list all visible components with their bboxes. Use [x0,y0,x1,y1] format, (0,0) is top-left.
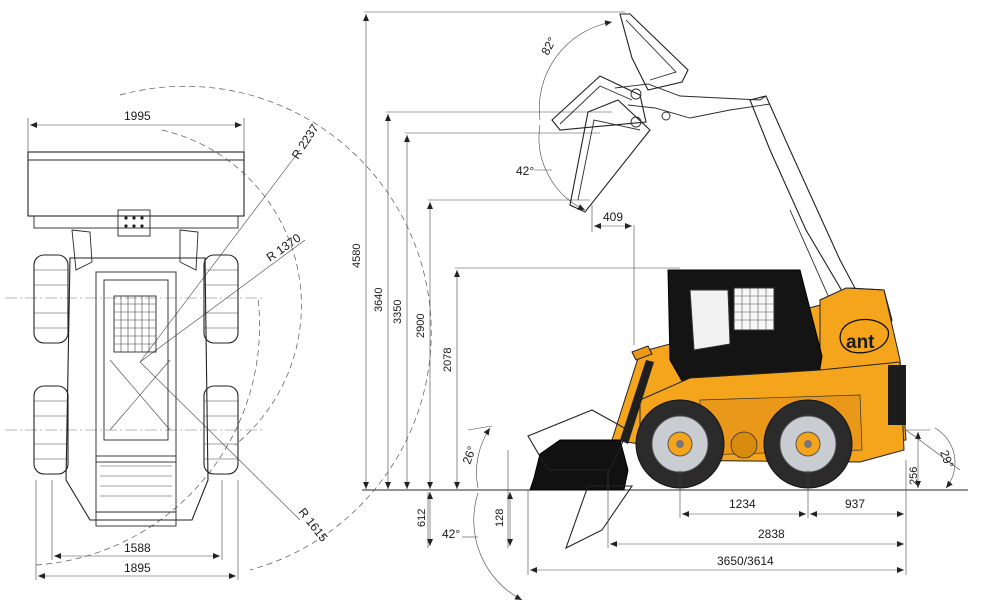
raised-lift-arm [749,95,857,297]
arc-r2237 [119,85,432,571]
dim-height-3350: 3350 [392,300,404,324]
rear-wheel [763,399,853,489]
raised-bucket-max [619,13,689,91]
dim-height-pin: 3640 [373,288,385,312]
dim-dig-depth: 612 [416,509,428,527]
raised-bucket-dump [569,99,651,213]
dim-length-no-bucket: 2838 [758,527,785,541]
dim-height-dump: 2900 [415,314,427,338]
machine-body-top [65,257,209,521]
front-wheel [635,399,725,489]
skid-steer-loader: ant [529,269,907,491]
angle-top: 82° [538,35,559,58]
front-wheels-top [33,254,239,475]
dim-radius-inner: R 1370 [264,231,304,265]
angle-dump: 42° [516,164,534,178]
bucket-lowered [529,439,629,491]
dim-height-cab: 2078 [442,348,454,372]
cab-window-grille [733,287,775,331]
raised-bucket-mid [551,75,647,131]
bucket-top [27,151,245,217]
brand-logo-badge [839,318,890,354]
dim-bucket-low: 128 [494,509,506,527]
dim-overall-width: 1895 [124,561,151,575]
arc-r1615 [35,297,260,566]
dim-radius-outer: R 2237 [289,121,322,161]
angle-rollback: 26° [460,444,479,466]
quick-attach [117,209,151,237]
dim-track-width: 1588 [124,541,151,555]
angle-lower: 42° [442,527,460,541]
dim-length-overall: 3650/3614 [717,554,774,568]
dim-ground-clearance: 256 [908,467,920,485]
angle-departure: 29° [937,448,956,470]
brand-logo: ant [846,332,875,353]
dim-height-max: 4580 [351,244,363,268]
front-view: 1995 R 2237 R 1370 R 1615 [5,85,432,580]
arc-r1370 [161,129,302,446]
dim-radius-rear: R 1615 [296,505,331,544]
dim-wheelbase: 1234 [729,497,756,511]
dim-width-bucket: 1995 [124,109,151,123]
side-view: 4580 3640 3350 2900 2078 409 82° 42° [351,11,968,601]
bucket-rollback-outline [527,409,634,550]
dim-rear-overhang: 937 [845,497,865,511]
dim-dump-reach: 409 [603,210,623,224]
cab-window-door [689,289,731,351]
